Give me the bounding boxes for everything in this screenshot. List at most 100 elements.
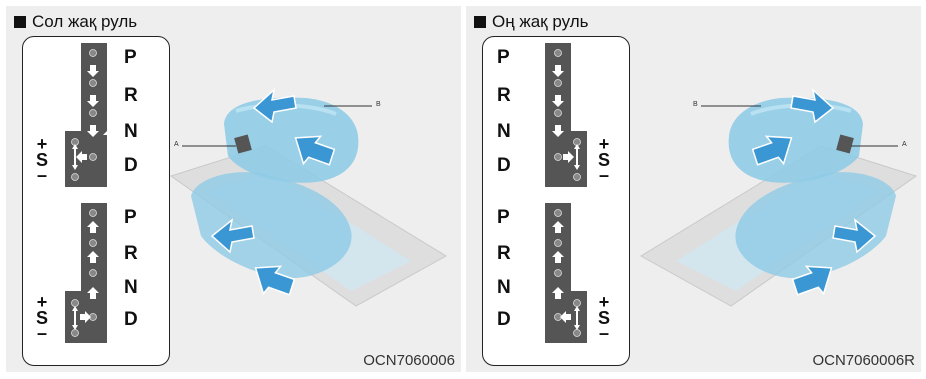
- gear-label-r: R: [124, 243, 138, 264]
- sport-s-label: S: [35, 308, 48, 328]
- gear-label-r: R: [497, 243, 511, 264]
- arrow-down-icon: [87, 65, 99, 77]
- arrow-down-icon: [552, 95, 564, 107]
- panel-title-text: Сол жақ руль: [32, 12, 138, 31]
- shifter-lower: [735, 172, 896, 278]
- arrow-up-icon: [87, 251, 99, 263]
- shifter-illustration: [169, 87, 447, 307]
- arrow-down-icon: [87, 95, 99, 107]
- gate-dot: [554, 269, 562, 277]
- sport-s-label: S: [597, 150, 610, 170]
- shift-pattern-box: P R N D P R N D + S – + S –: [22, 36, 170, 366]
- square-bullet-icon: [14, 16, 26, 28]
- gear-label-n: N: [124, 277, 138, 298]
- gear-label-n: N: [497, 121, 511, 142]
- shifter-lower: [191, 172, 352, 278]
- gate-dot: [554, 49, 562, 57]
- arrow-up-icon: [574, 144, 580, 157]
- arrow-down-left-icon: [791, 265, 833, 296]
- arrow-up-icon: [87, 221, 99, 233]
- figure-code: OCN7060006: [363, 352, 455, 369]
- arrow-left-icon: [76, 151, 87, 163]
- gate-dot: [89, 269, 97, 277]
- arrow-up-icon: [552, 287, 564, 299]
- arrow-down-icon: [574, 317, 580, 330]
- gear-label-p: P: [124, 47, 137, 68]
- square-bullet-icon: [474, 16, 486, 28]
- callout-a: A: [174, 141, 179, 148]
- gear-label-d: D: [124, 309, 138, 330]
- gate-diagram: [65, 43, 107, 343]
- gear-label-d: D: [124, 155, 138, 176]
- arrow-up-right-icon: [790, 87, 835, 124]
- arrow-down-icon: [72, 157, 78, 170]
- gate-dot: [89, 79, 97, 87]
- arrow-up-right-icon: [832, 218, 877, 254]
- gate-dot: [554, 239, 562, 247]
- gear-label-r: R: [124, 85, 138, 106]
- arrow-down-right-icon: [294, 135, 336, 166]
- arrow-up-icon: [574, 306, 580, 319]
- gear-label-p: P: [497, 207, 510, 228]
- arrow-up-left-icon: [252, 87, 297, 124]
- sport-s-label: S: [597, 308, 610, 328]
- arrow-right-icon: [80, 311, 91, 323]
- panel-title-text: Оң жақ руль: [492, 12, 589, 31]
- gate-dot: [89, 209, 97, 217]
- gate-dot: [71, 173, 79, 181]
- right-hand-drive-panel: Оң жақ руль: [466, 6, 921, 372]
- sport-s-label: S: [35, 150, 48, 170]
- sport-plus-label: +: [36, 292, 48, 312]
- gear-label-n: N: [497, 277, 511, 298]
- gate-dot: [573, 173, 581, 181]
- gate-dot: [89, 49, 97, 57]
- gear-label-d: D: [497, 155, 511, 176]
- sport-minus-label: –: [598, 323, 609, 343]
- callout-b: B: [376, 101, 381, 108]
- gate-dot: [554, 79, 562, 87]
- arrow-down-icon: [72, 317, 78, 330]
- gate-dot: [89, 109, 97, 117]
- arrow-up-icon: [552, 221, 564, 233]
- sport-plus-label: +: [598, 292, 610, 312]
- gear-label-p: P: [124, 207, 137, 228]
- sport-plus-label: +: [36, 134, 48, 154]
- gate-dot: [554, 109, 562, 117]
- arrow-up-icon: [72, 306, 78, 319]
- left-hand-drive-panel: Сол жақ руль: [6, 6, 461, 372]
- figure-code: OCN7060006R: [812, 352, 915, 369]
- button-a: [234, 134, 252, 154]
- gear-label-n: N: [124, 121, 138, 142]
- arrow-down-icon: [552, 125, 564, 137]
- button-a: [836, 134, 854, 154]
- shift-pattern-box: P R N D P R N D + S – + S –: [482, 36, 630, 366]
- panel-title: Оң жақ руль: [474, 12, 589, 32]
- sport-minus-label: –: [36, 165, 47, 185]
- gear-label-r: R: [497, 85, 511, 106]
- arrow-up-icon: [552, 251, 564, 263]
- arrow-left-icon: [560, 311, 571, 323]
- gate-dot: [89, 239, 97, 247]
- gate-dot: [554, 153, 562, 161]
- arrow-right-icon: [563, 151, 574, 163]
- arrow-down-icon: [87, 125, 99, 137]
- arrow-up-icon: [72, 144, 78, 157]
- arrow-down-right-icon: [254, 265, 296, 296]
- gear-label-p: P: [497, 47, 510, 68]
- shifter-illustration: [640, 87, 918, 307]
- sport-plus-label: +: [598, 134, 610, 154]
- arrow-up-icon: [87, 287, 99, 299]
- arrow-down-icon: [574, 157, 580, 170]
- sport-minus-label: –: [36, 323, 47, 343]
- gate-diagram: [545, 43, 587, 343]
- panel-title: Сол жақ руль: [14, 12, 137, 32]
- gate-dot: [89, 153, 97, 161]
- gear-label-d: D: [497, 309, 511, 330]
- callout-a: A: [902, 141, 907, 148]
- callout-b: B: [693, 101, 698, 108]
- arrow-down-icon: [552, 65, 564, 77]
- gate-dot: [554, 209, 562, 217]
- arrow-up-left-icon: [210, 218, 255, 254]
- sport-minus-label: –: [598, 165, 609, 185]
- arrow-down-left-icon: [751, 135, 793, 166]
